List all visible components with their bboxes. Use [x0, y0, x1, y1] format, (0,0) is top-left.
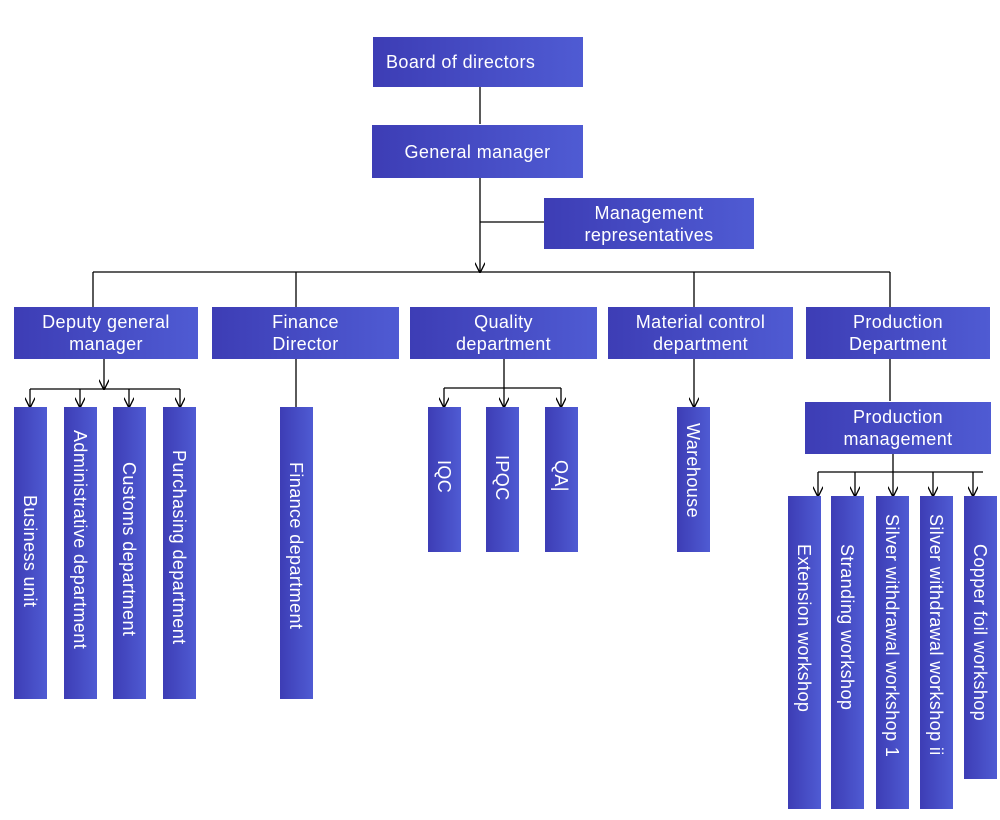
warehouse-box: Warehouse	[677, 407, 710, 552]
material-control-department-label: Material control department	[635, 312, 766, 354]
finance-director-label: Finance Director	[272, 312, 339, 354]
purchasing-department-label: Purchasing department	[169, 450, 189, 645]
administrative-department-label: Administrative department	[70, 430, 90, 650]
purchasing-department-box: Purchasing department	[163, 407, 196, 699]
customs-department-box: Customs department	[113, 407, 146, 699]
ipqc-label: IPQC	[492, 455, 512, 501]
production-management-label: Production management	[843, 407, 953, 449]
silver-withdrawal-workshop-1-box: Silver withdrawal workshop 1	[876, 496, 909, 809]
finance-department-label: Finance department	[286, 462, 306, 630]
finance-department-box: Finance department	[280, 407, 313, 699]
warehouse-label: Warehouse	[683, 423, 703, 518]
copper-foil-workshop-box: Copper foil workshop	[964, 496, 997, 779]
stranding-workshop-box: Stranding workshop	[831, 496, 864, 809]
silver-withdrawal-workshop-ii-box: Silver withdrawal workshop ii	[920, 496, 953, 809]
silver-withdrawal-workshop-1-label: Silver withdrawal workshop 1	[882, 514, 902, 758]
production-department-box: Production Department	[806, 307, 990, 359]
management-representatives-box: Management representatives	[544, 198, 754, 249]
extension-workshop-label: Extension workshop	[794, 544, 814, 713]
ipqc-box: IPQC	[486, 407, 519, 552]
silver-withdrawal-workshop-ii-label: Silver withdrawal workshop ii	[926, 514, 946, 756]
management-representatives-label: Management representatives	[584, 202, 714, 245]
administrative-department-box: Administrative department	[64, 407, 97, 699]
customs-department-label: Customs department	[119, 462, 139, 637]
iqc-label: IQC	[434, 460, 454, 494]
board-of-directors-box: Board of directors	[373, 37, 583, 87]
qa-label: QA|	[551, 460, 571, 492]
qa-box: QA|	[545, 407, 578, 552]
deputy-general-manager-box: Deputy general manager	[14, 307, 198, 359]
extension-workshop-box: Extension workshop	[788, 496, 821, 809]
business-unit-label: Business unit	[20, 495, 40, 608]
finance-director-box: Finance Director	[212, 307, 399, 359]
stranding-workshop-label: Stranding workshop	[837, 544, 857, 711]
production-management-box: Production management	[805, 402, 991, 454]
copper-foil-workshop-label: Copper foil workshop	[970, 544, 990, 722]
production-department-label: Production Department	[848, 312, 948, 354]
material-control-department-box: Material control department	[608, 307, 793, 359]
quality-department-label: Quality department	[455, 312, 552, 354]
deputy-general-manager-label: Deputy general manager	[42, 312, 170, 354]
board-label: Board of directors	[386, 52, 536, 72]
general-manager-label: General manager	[404, 141, 551, 162]
business-unit-box: Business unit	[14, 407, 47, 699]
iqc-box: IQC	[428, 407, 461, 552]
quality-department-box: Quality department	[410, 307, 597, 359]
general-manager-box: General manager	[372, 125, 583, 178]
